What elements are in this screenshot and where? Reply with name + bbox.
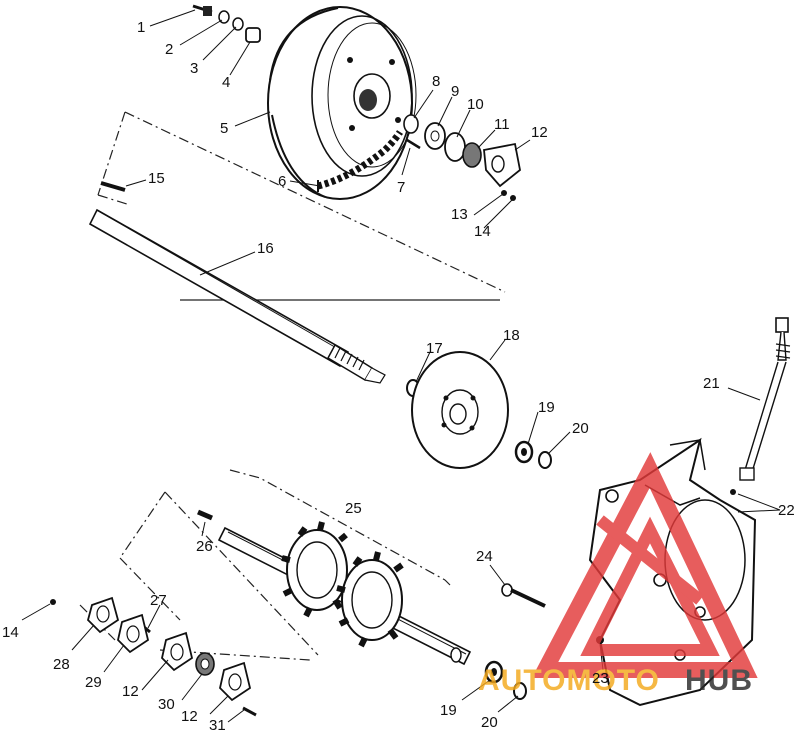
callout-14-bottom: 14 [2,624,19,641]
callout-12-top: 12 [531,124,548,141]
callout-30: 30 [158,696,175,713]
callout-26: 26 [196,538,213,555]
callout-25: 25 [345,500,362,517]
set-screw [197,509,213,521]
callout-22: 22 [778,502,795,519]
callout-19-lower: 19 [440,702,457,719]
callout-7: 7 [397,179,405,196]
track-drive-shaft-assembly [217,521,472,666]
leader-lines [21,9,781,723]
callout-24: 24 [476,548,493,565]
callout-17: 17 [426,340,443,357]
callout-12-bottom: 12 [181,708,198,725]
callout-16: 16 [257,240,274,257]
watermark-logo [531,452,758,678]
bearing-flange-plates [86,596,257,717]
nut [50,599,56,605]
roll-pin [100,181,126,192]
callout-14-top: 14 [474,223,491,240]
callout-8: 8 [432,73,440,90]
speedometer-drive-cable [739,317,791,481]
bolt-washer-stack [192,4,261,43]
bearing-flange-stack [403,114,521,201]
callout-1: 1 [137,19,145,36]
callout-15: 15 [148,170,165,187]
watermark-text-hub: HUB [685,664,753,697]
callout-19-upper: 19 [538,399,555,416]
callout-29: 29 [85,674,102,691]
callout-18: 18 [503,327,520,344]
callout-10: 10 [467,96,484,113]
callout-20-upper: 20 [572,420,589,437]
callout-20-lower: 20 [481,714,498,731]
bearing-and-ring-lower [484,660,527,700]
callout-13: 13 [451,206,468,223]
callout-9: 9 [451,83,459,100]
callout-31: 31 [209,717,226,734]
callout-11: 11 [494,116,510,133]
housing-bolt [501,583,546,608]
callout-labels: 1 2 3 4 5 6 7 8 9 10 11 12 13 14 15 16 1… [2,19,795,734]
callout-5: 5 [220,120,228,137]
drive-sprocket-pulley [267,6,417,200]
callout-6: 6 [278,173,286,190]
callout-4: 4 [222,74,230,91]
watermark-text-automoto: AUTOMOTO [478,664,660,697]
callout-3: 3 [190,60,198,77]
bearing-and-ring-upper [514,440,552,469]
callout-23: 23 [592,670,609,687]
assembly-bracket-lines [79,111,506,661]
callout-28: 28 [53,656,70,673]
callout-12-mid: 12 [122,683,139,700]
callout-21: 21 [703,375,720,392]
callout-27: 27 [150,592,167,609]
callout-2: 2 [165,41,173,58]
brake-disc [411,351,509,469]
drive-shaft [88,208,386,384]
automotohub-watermark: AUTOMOTO HUB [478,452,758,697]
